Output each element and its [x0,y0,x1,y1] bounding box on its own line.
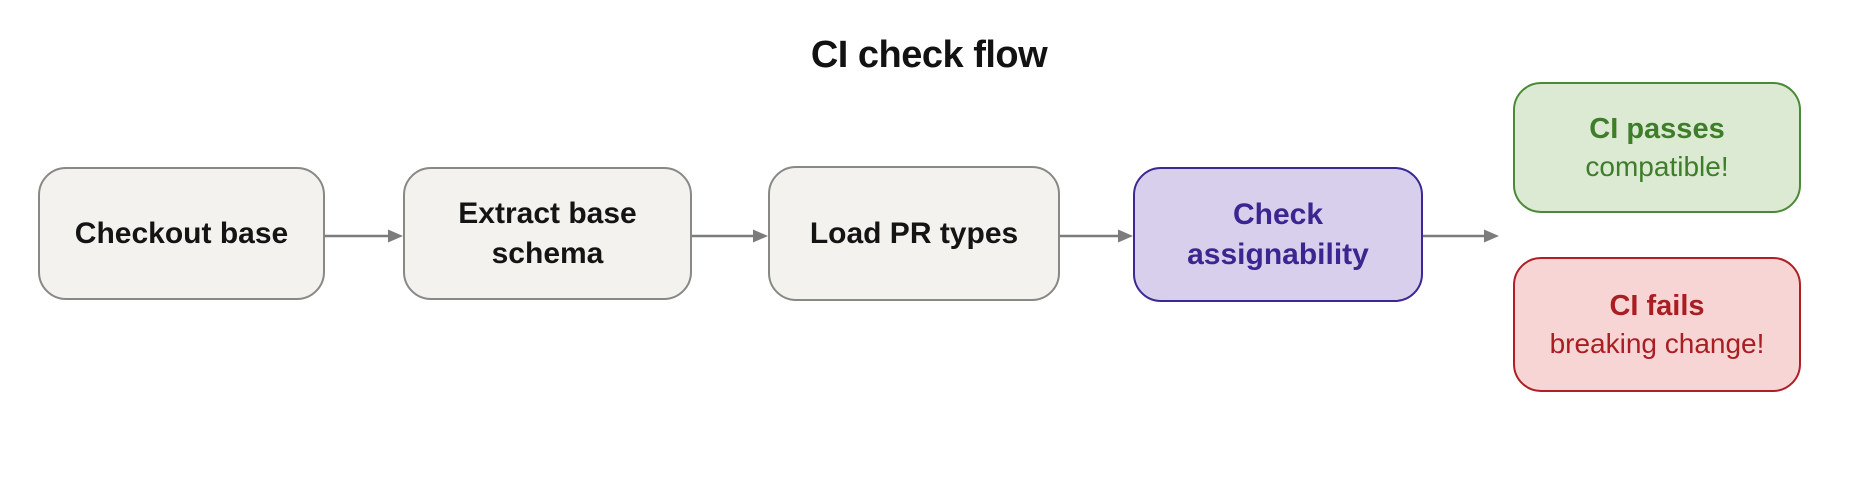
node-label: Checkout base [74,216,289,250]
outcome-subtitle: compatible! [1585,150,1729,182]
node-extract-base-schema: Extract base schema [403,167,692,300]
outcome-title: CI fails [1609,289,1705,322]
node-ci-passes: CI passes compatible! [1513,82,1801,213]
node-load-pr-types: Load PR types [768,166,1060,301]
arrow-extract-to-load [692,229,768,243]
outcome-subtitle: breaking change! [1549,327,1765,359]
arrow-load-to-check [1060,229,1133,243]
arrow-checkout-to-extract [325,229,403,243]
arrow-check-to-outcomes [1423,229,1499,243]
diagram-title: CI check flow [810,34,1048,76]
node-label: Check assignability [1187,197,1369,271]
node-ci-fails: CI fails breaking change! [1513,257,1801,392]
node-check-assignability: Check assignability [1133,167,1423,302]
node-checkout-base: Checkout base [38,167,325,300]
node-label: Extract base schema [458,196,637,270]
outcome-title: CI passes [1589,112,1725,145]
node-label: Load PR types [809,216,1019,250]
